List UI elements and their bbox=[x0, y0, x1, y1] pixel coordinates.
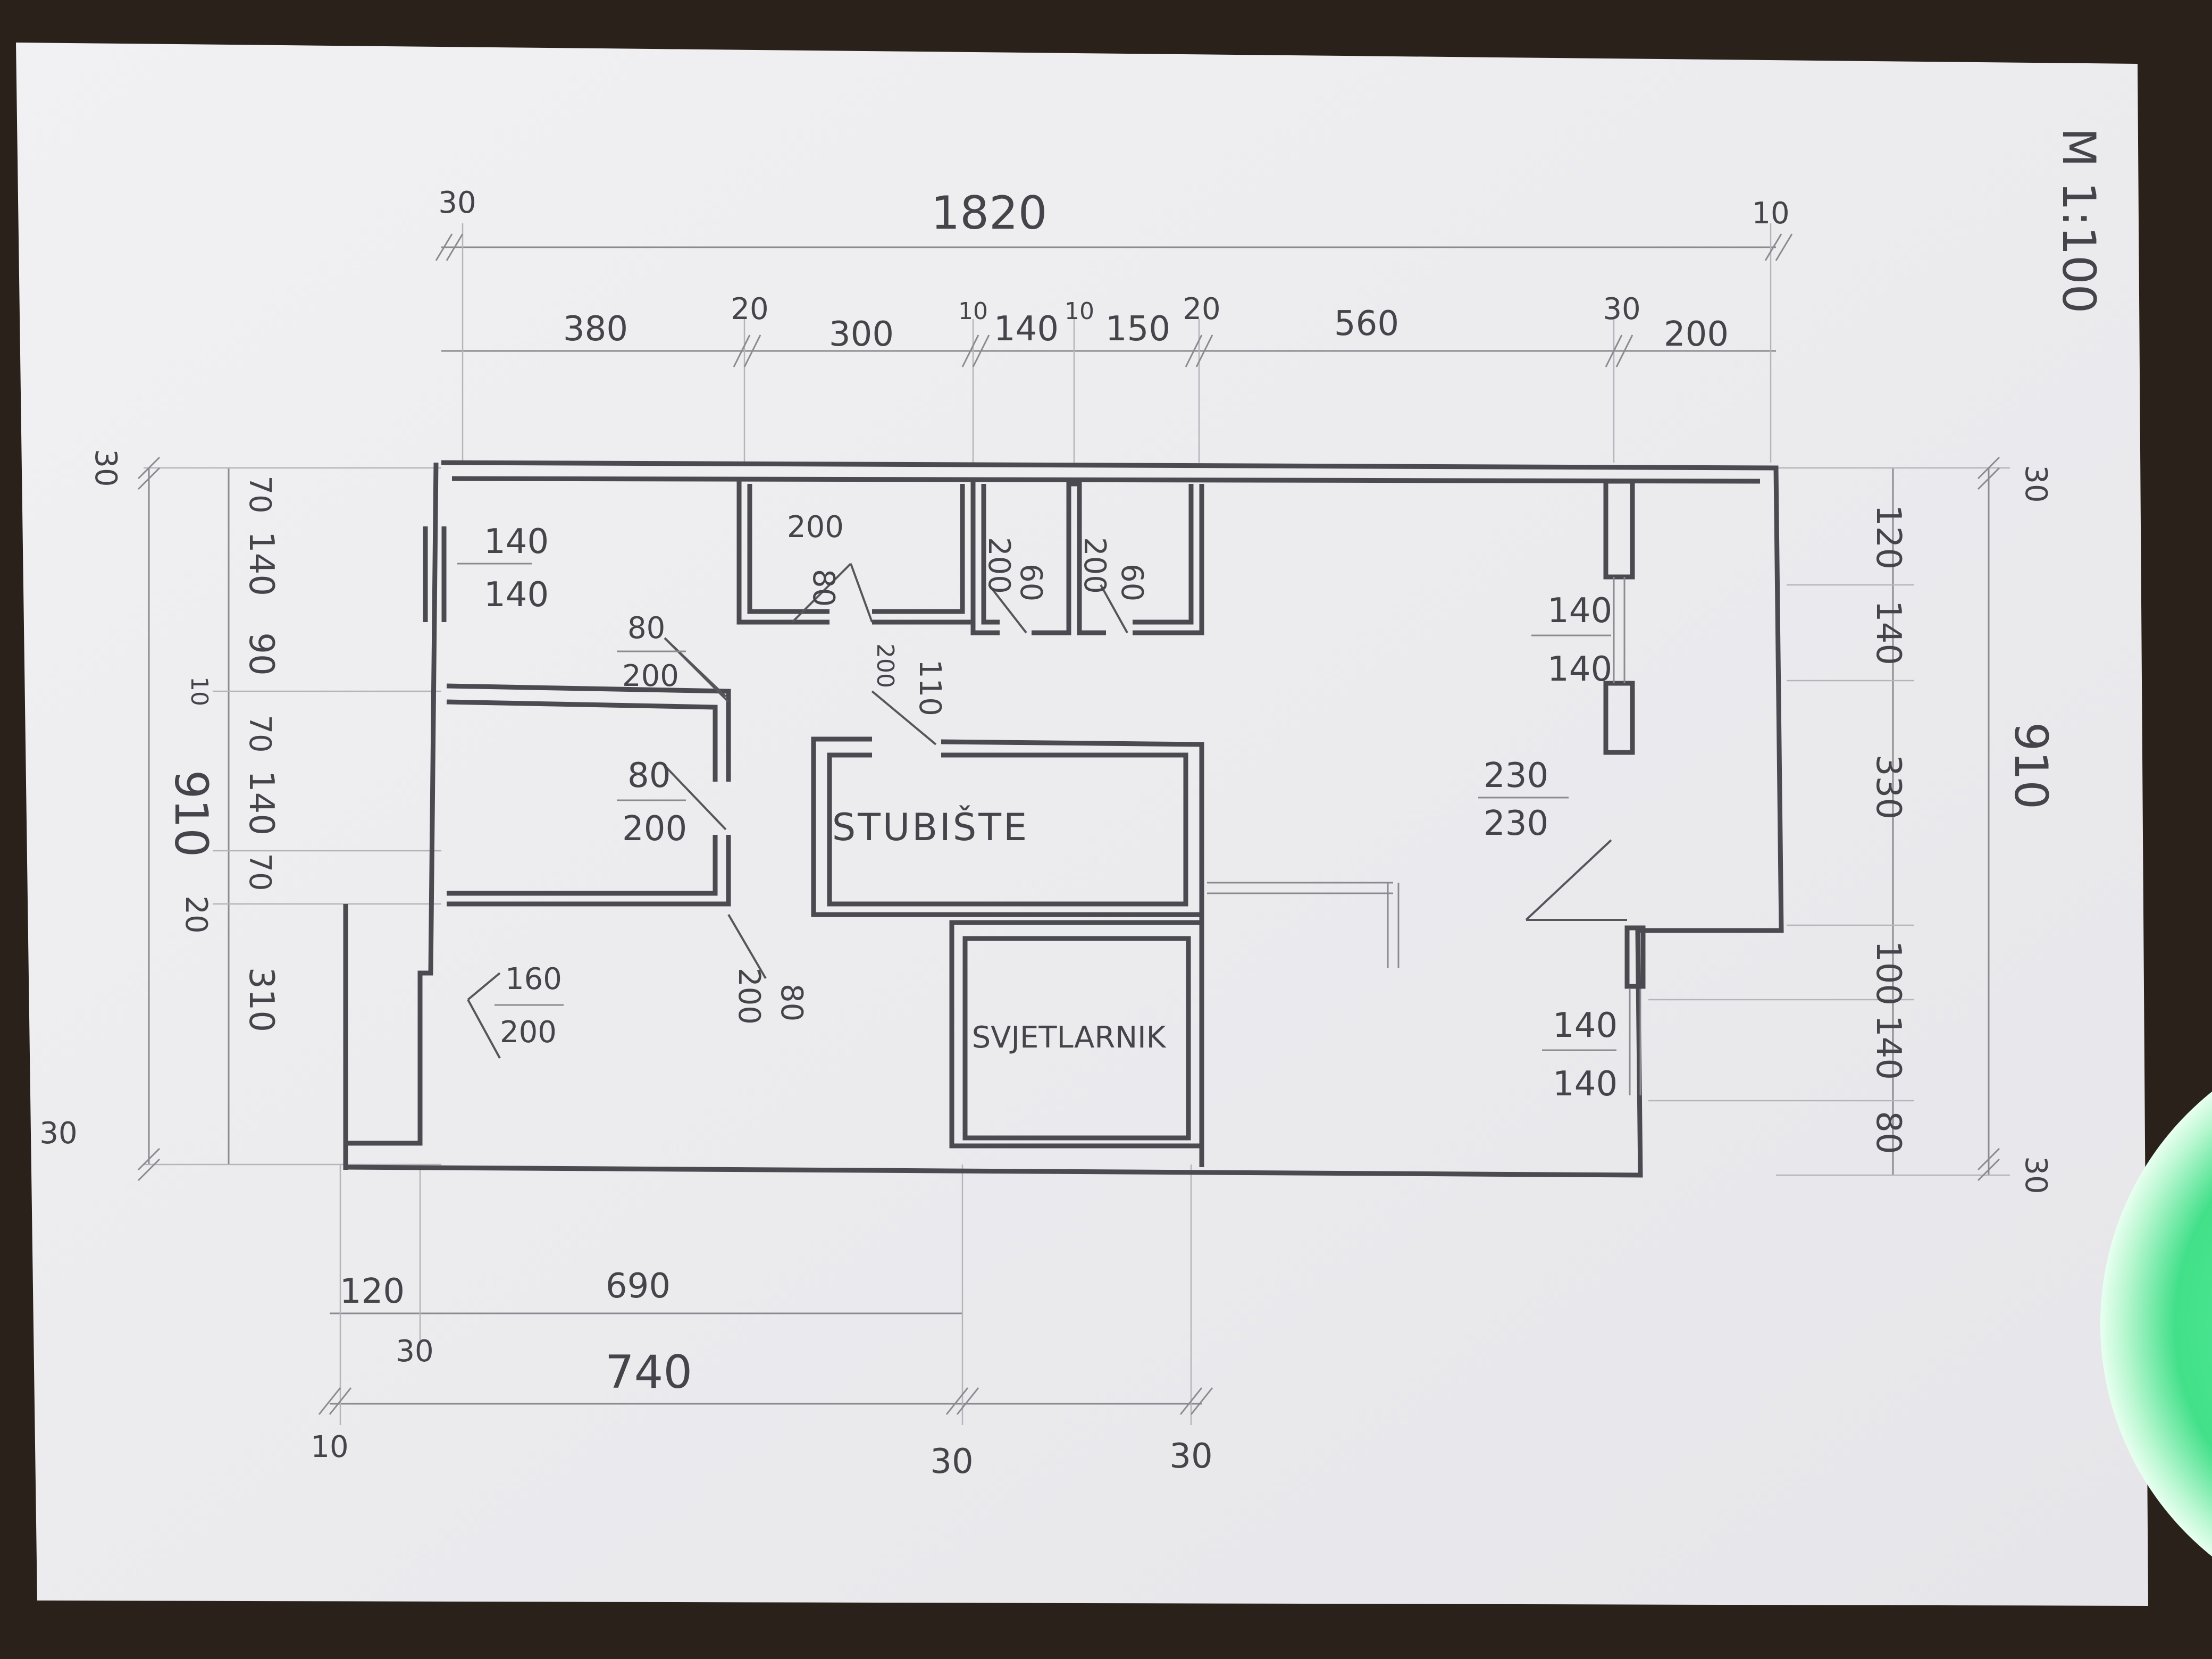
right-seg-3: 330 bbox=[1869, 755, 1908, 819]
opening-door-wc-2: 60 200 bbox=[1077, 537, 1149, 601]
svg-text:160: 160 bbox=[505, 962, 562, 996]
bottom-seg-2: 690 bbox=[606, 1267, 671, 1306]
opening-door-entry: 160 200 bbox=[495, 962, 564, 1050]
opening-door-wc-1: 60 200 bbox=[982, 537, 1048, 601]
svg-text:200: 200 bbox=[622, 809, 687, 849]
svg-text:140: 140 bbox=[484, 522, 549, 562]
bottom-wall-c: 30 bbox=[930, 1442, 973, 1481]
right-bottom-wall-label: 30 bbox=[2018, 1156, 2053, 1194]
left-overall-label: 910 bbox=[164, 770, 217, 857]
walls bbox=[343, 460, 1784, 1178]
left-seg-1: 70 bbox=[242, 475, 277, 513]
left-seg-2: 140 bbox=[241, 531, 281, 596]
svg-text:60: 60 bbox=[1115, 564, 1149, 601]
right-top-wall-label: 30 bbox=[2018, 465, 2053, 502]
svg-text:140: 140 bbox=[1553, 1006, 1618, 1045]
room-stairs-label: STUBIŠTE bbox=[832, 806, 1029, 849]
opening-door-hall-mid: 80 200 bbox=[617, 756, 687, 849]
green-light-object bbox=[2100, 1092, 2212, 1556]
top-seg-4: 10 bbox=[958, 298, 988, 325]
left-seg-7: 70 bbox=[242, 853, 277, 891]
svg-text:110: 110 bbox=[912, 659, 947, 716]
right-seg-4: 100 bbox=[1869, 941, 1908, 1006]
top-seg-10: 30 bbox=[1603, 292, 1640, 326]
svg-text:200: 200 bbox=[872, 643, 899, 688]
opening-door-large: 230 230 bbox=[1478, 756, 1569, 843]
left-seg-8: 20 bbox=[179, 895, 213, 933]
top-seg-9: 560 bbox=[1334, 304, 1399, 343]
svg-text:60: 60 bbox=[1013, 564, 1048, 601]
top-seg-1: 380 bbox=[563, 309, 628, 349]
top-seg-11: 200 bbox=[1664, 315, 1729, 354]
right-seg-6: 80 bbox=[1869, 1111, 1908, 1154]
svg-text:140: 140 bbox=[1547, 650, 1612, 689]
bottom-wall-a: 30 bbox=[396, 1334, 433, 1369]
right-seg-1: 120 bbox=[1869, 505, 1908, 569]
svg-text:80: 80 bbox=[806, 569, 841, 607]
opening-door-room-a: 80 200 bbox=[787, 510, 844, 607]
left-seg-3: 90 bbox=[241, 632, 281, 675]
door-swings bbox=[467, 563, 1627, 1059]
left-seg-9: 310 bbox=[241, 967, 281, 1032]
svg-text:80: 80 bbox=[774, 984, 809, 1021]
left-seg-4: 10 bbox=[186, 676, 213, 706]
right-seg-2: 140 bbox=[1869, 600, 1908, 665]
dimension-lines bbox=[137, 223, 2010, 1425]
svg-text:230: 230 bbox=[1484, 804, 1548, 843]
svg-text:140: 140 bbox=[1547, 591, 1612, 631]
svg-text:200: 200 bbox=[500, 1015, 557, 1050]
svg-text:140: 140 bbox=[484, 575, 549, 615]
svg-text:200: 200 bbox=[982, 537, 1016, 594]
top-seg-5: 140 bbox=[994, 309, 1059, 349]
paper-sheet bbox=[16, 43, 2148, 1606]
bottom-seg-1: 120 bbox=[340, 1272, 405, 1311]
left-bottom-wall-label: 30 bbox=[39, 1116, 77, 1151]
room-skylight-label: SVJETLARNIK bbox=[972, 1020, 1167, 1055]
bottom-overall: 740 bbox=[605, 1346, 692, 1399]
bottom-wall-d: 30 bbox=[1169, 1437, 1212, 1476]
left-seg-6: 140 bbox=[241, 770, 281, 835]
left-seg-5: 70 bbox=[242, 715, 277, 752]
svg-text:200: 200 bbox=[787, 510, 844, 544]
right-overall-label: 910 bbox=[2004, 722, 2057, 809]
top-seg-3: 300 bbox=[829, 315, 894, 354]
svg-text:200: 200 bbox=[622, 659, 679, 693]
bottom-wall-b: 10 bbox=[311, 1430, 348, 1464]
top-seg-6: 10 bbox=[1065, 298, 1094, 325]
labels: 1820 30 10 380 20 300 10 140 10 150 20 5… bbox=[39, 128, 2105, 1481]
top-seg-2: 20 bbox=[731, 292, 768, 326]
top-seg-7: 150 bbox=[1105, 309, 1170, 349]
opening-door-lower-mid: 80 200 bbox=[732, 968, 809, 1025]
top-seg-8: 20 bbox=[1183, 292, 1220, 326]
top-left-wall-label: 30 bbox=[438, 186, 476, 220]
overall-width-label: 1820 bbox=[931, 187, 1048, 240]
top-right-wall-label: 10 bbox=[1752, 196, 1789, 231]
right-seg-5: 140 bbox=[1869, 1015, 1908, 1080]
left-top-wall-label: 30 bbox=[88, 449, 123, 487]
svg-text:230: 230 bbox=[1484, 756, 1548, 795]
svg-text:140: 140 bbox=[1553, 1065, 1618, 1104]
opening-win-right-bottom: 140 140 bbox=[1542, 1006, 1618, 1104]
svg-text:80: 80 bbox=[627, 611, 665, 646]
svg-text:80: 80 bbox=[627, 756, 671, 795]
scale-label: M 1:100 bbox=[2052, 128, 2105, 313]
svg-text:200: 200 bbox=[732, 968, 766, 1025]
opening-win-left-top: 140 140 bbox=[457, 522, 549, 615]
opening-win-right-top: 140 140 bbox=[1531, 591, 1612, 689]
opening-door-stairs: 110 200 bbox=[872, 643, 947, 716]
svg-text:200: 200 bbox=[1077, 537, 1112, 594]
opening-door-hall-upper: 80 200 bbox=[617, 611, 686, 693]
